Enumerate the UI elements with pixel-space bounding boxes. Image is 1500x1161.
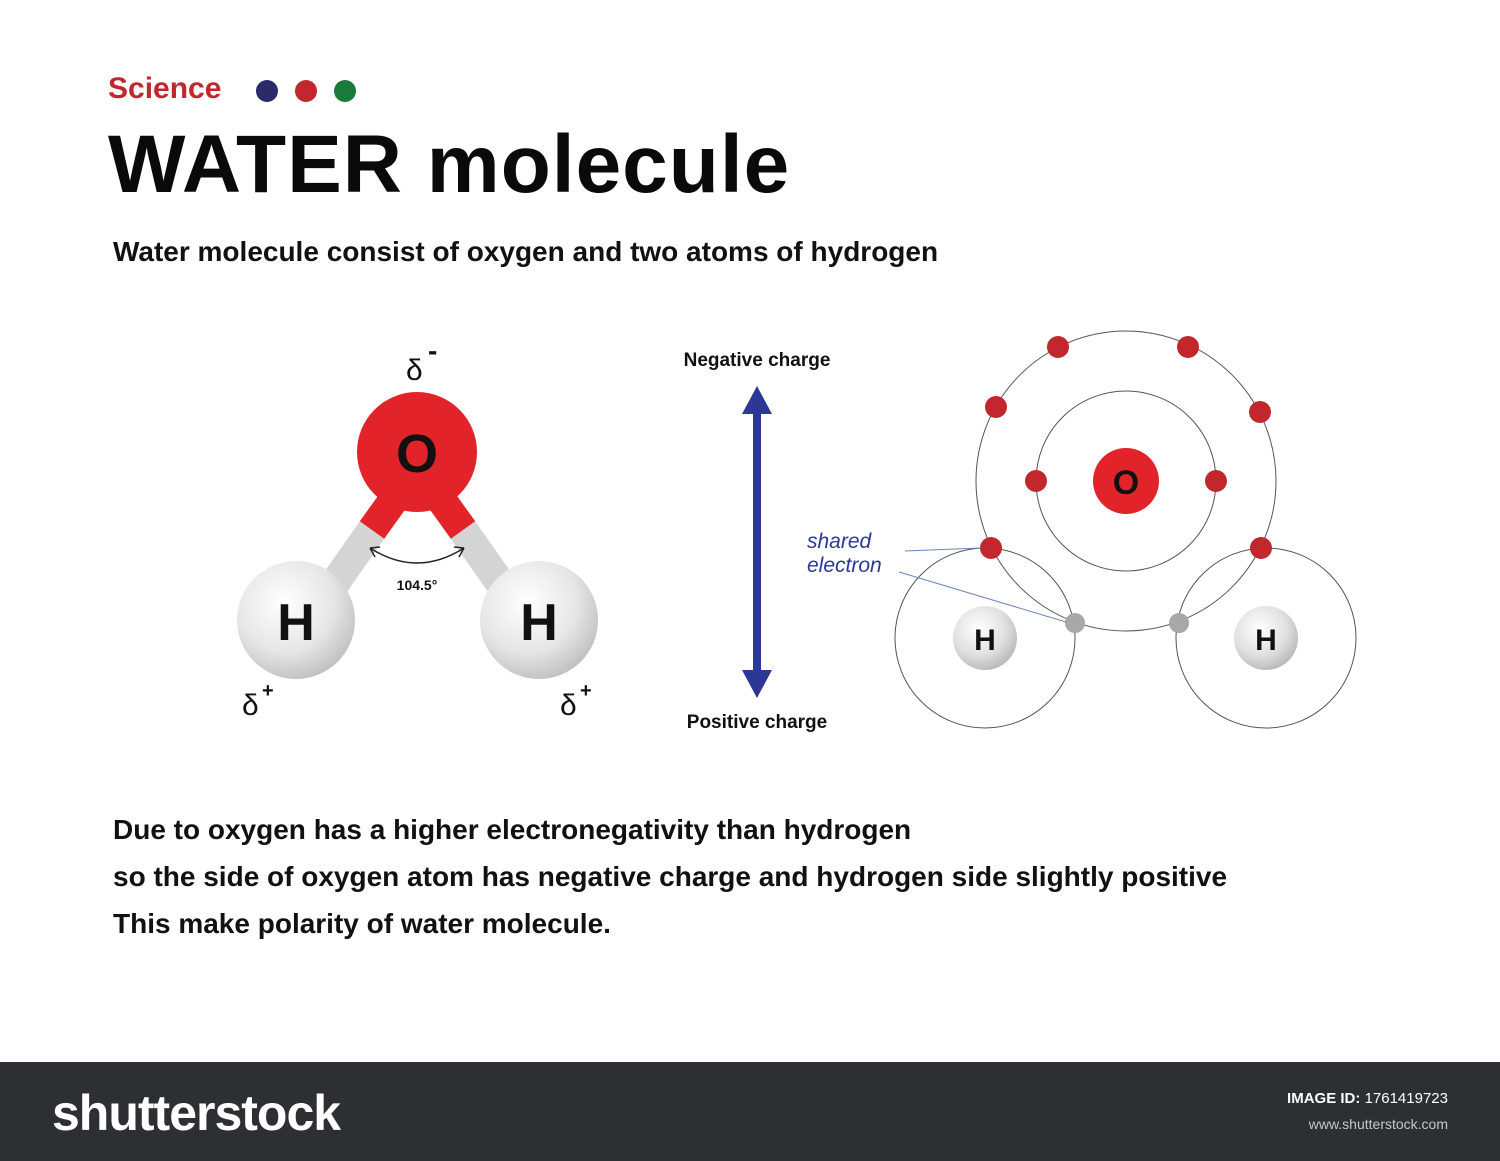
shell-model: O H H shared electron — [807, 330, 1357, 729]
delta-negative-sign: - — [428, 335, 437, 366]
arrowhead-up-icon — [742, 386, 772, 414]
oxygen-nucleus — [1093, 448, 1159, 514]
bond-angle-arrowhead-left — [369, 546, 381, 558]
shared-label-line2: electron — [807, 554, 882, 577]
ball-stick-model: O H H 104.5° δ - δ + δ + — [237, 335, 598, 722]
decorative-dots — [256, 80, 373, 104]
arrowhead-down-icon — [742, 670, 772, 698]
hydrogen-atom-left — [237, 561, 355, 679]
electron-outer-5 — [980, 537, 1002, 559]
page-title: WATER molecule — [108, 119, 791, 210]
shared-electron-right — [1169, 613, 1189, 633]
bond-angle-arrowhead-right — [453, 546, 465, 558]
image-id: IMAGE ID: 1761419723 — [1287, 1090, 1448, 1107]
electron-outer-3 — [985, 396, 1007, 418]
shell-oxygen-label: O — [1113, 464, 1139, 502]
shell-hydrogen-right-label: H — [1255, 624, 1277, 657]
delta-positive-left: δ — [242, 689, 259, 722]
bond-angle-label: 104.5° — [397, 577, 438, 593]
hydrogen-right-label: H — [520, 594, 558, 652]
shared-label-line1: shared — [807, 530, 873, 553]
explanation-line: Due to oxygen has a higher electronegati… — [113, 814, 912, 845]
electron-outer-4 — [1249, 401, 1271, 423]
explanation-line: This make polarity of water molecule. — [113, 908, 611, 939]
footer-bar: shutterstock IMAGE ID: 1761419723 www.sh… — [0, 1062, 1500, 1161]
dot-green — [334, 80, 356, 102]
hydrogen-nucleus-right — [1234, 606, 1298, 670]
brand-logo[interactable]: shutterstock — [52, 1085, 341, 1141]
delta-positive-right-sign: + — [580, 680, 592, 702]
dot-navy — [256, 80, 278, 102]
shared-electron-left — [1065, 613, 1085, 633]
bond-angle-arc — [369, 547, 465, 564]
positive-charge-label: Positive charge — [687, 712, 827, 733]
category-label: Science — [108, 72, 222, 105]
hydrogen-nucleus-left — [953, 606, 1017, 670]
explanation-line: so the side of oxygen atom has negative … — [113, 861, 1228, 892]
charge-axis: Negative charge Positive charge — [684, 350, 831, 733]
shell-hydrogen-left-label: H — [974, 624, 996, 657]
page-subtitle: Water molecule consist of oxygen and two… — [113, 236, 939, 267]
hydrogen-atom-right — [480, 561, 598, 679]
callout-line-2 — [898, 571, 1067, 623]
negative-charge-label: Negative charge — [684, 350, 831, 371]
oxygen-atom — [357, 392, 477, 512]
explanation-text: Due to oxygen has a higher electronegati… — [113, 806, 1227, 947]
oxygen-outer-shell — [975, 330, 1277, 632]
electron-outer-2 — [1177, 336, 1199, 358]
electron-outer-1 — [1047, 336, 1069, 358]
dot-red — [295, 80, 317, 102]
image-id-label: IMAGE ID: — [1287, 1090, 1361, 1107]
hydrogen-left-label: H — [277, 594, 315, 652]
delta-negative: δ — [406, 354, 423, 387]
electron-inner-right — [1205, 470, 1227, 492]
electron-inner-left — [1025, 470, 1047, 492]
site-url[interactable]: www.shutterstock.com — [1308, 1116, 1448, 1132]
electron-outer-6 — [1250, 537, 1272, 559]
delta-positive-right: δ — [560, 689, 577, 722]
callout-line-1 — [904, 547, 982, 552]
delta-positive-left-sign: + — [262, 680, 274, 702]
water-diagram: O H H 104.5° δ - δ + δ + Negative charge… — [237, 330, 1357, 733]
image-id-value: 1761419723 — [1364, 1090, 1448, 1107]
oxygen-label: O — [396, 424, 438, 484]
